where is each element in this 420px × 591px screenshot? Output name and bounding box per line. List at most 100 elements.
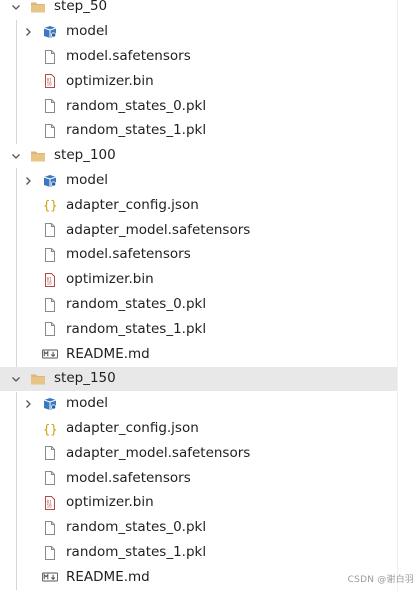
file-icon — [42, 222, 58, 238]
indent-spacer — [20, 495, 36, 511]
tree-folder-model[interactable]: model — [0, 20, 398, 45]
folder-icon — [30, 0, 46, 15]
explorer-scrollbar-track[interactable] — [397, 0, 420, 591]
indent-spacer — [20, 123, 36, 139]
watermark: CSDN @谢白羽 — [347, 575, 414, 585]
indent-spacer — [20, 98, 36, 114]
tree-item-label: random_states_0.pkl — [66, 295, 207, 312]
chevron-down-icon[interactable] — [8, 0, 24, 15]
tree-folder-step-100[interactable]: step_100 — [0, 144, 398, 169]
tree-item-label: adapter_model.safetensors — [66, 221, 251, 238]
tree-item-label: model.safetensors — [66, 47, 191, 64]
folder-icon — [30, 371, 46, 387]
indent-spacer — [20, 445, 36, 461]
tree-file-random-states-0-pkl[interactable]: random_states_0.pkl — [0, 94, 398, 119]
svg-text:10: 10 — [47, 504, 53, 509]
tree-folder-step-150[interactable]: step_150 — [0, 366, 398, 392]
indent-spacer — [20, 272, 36, 288]
tree-file-random-states-0-pkl[interactable]: random_states_0.pkl — [0, 516, 398, 541]
svg-text:10: 10 — [47, 280, 53, 285]
tree-item-label: model — [66, 395, 109, 412]
chevron-right-icon[interactable] — [20, 396, 36, 412]
svg-text:01: 01 — [47, 499, 53, 504]
chevron-down-icon[interactable] — [8, 371, 24, 387]
file-icon — [42, 123, 58, 139]
tree-file-random-states-1-pkl[interactable]: random_states_1.pkl — [0, 540, 398, 565]
tree-item-label: step_100 — [54, 147, 116, 164]
tree-file-random-states-1-pkl[interactable]: random_states_1.pkl — [0, 317, 398, 342]
tree-file-adapter-config-json[interactable]: {} adapter_config.json — [0, 416, 398, 441]
tree-item-label: model.safetensors — [66, 246, 191, 263]
file-icon — [42, 445, 58, 461]
tree-item-label: random_states_1.pkl — [66, 320, 207, 337]
tree-item-label: README.md — [66, 345, 150, 362]
file-icon — [42, 247, 58, 263]
indent-spacer — [20, 545, 36, 561]
tree-item-label: README.md — [66, 568, 150, 585]
tree-file-readme-md[interactable]: README.md — [0, 565, 398, 590]
file-icon — [42, 98, 58, 114]
tree-file-random-states-0-pkl[interactable]: random_states_0.pkl — [0, 292, 398, 317]
tree-folder-model[interactable]: model — [0, 168, 398, 193]
tree-file-model-safetensors[interactable]: model.safetensors — [0, 44, 398, 69]
chevron-down-icon[interactable] — [8, 148, 24, 164]
svg-text:{}: {} — [43, 422, 57, 436]
tree-folder-model[interactable]: model — [0, 392, 398, 417]
file-icon — [42, 297, 58, 313]
indent-spacer — [20, 73, 36, 89]
file-icon — [42, 470, 58, 486]
folder-icon — [30, 148, 46, 164]
tree-folder-step-50[interactable]: step_50 — [0, 0, 398, 20]
indent-guide — [16, 19, 17, 144]
indent-spacer — [20, 321, 36, 337]
svg-text:01: 01 — [47, 276, 53, 281]
tree-item-label: adapter_config.json — [66, 419, 199, 436]
model-package-icon — [42, 396, 58, 412]
model-package-icon — [42, 173, 58, 189]
json-file-icon: {} — [42, 421, 58, 437]
model-package-icon — [42, 24, 58, 40]
tree-item-label: adapter_config.json — [66, 196, 199, 213]
tree-item-label: step_150 — [54, 370, 116, 387]
tree-item-label: model — [66, 171, 109, 188]
tree-item-label: step_50 — [54, 0, 108, 15]
tree-item-label: optimizer.bin — [66, 494, 154, 511]
tree-file-adapter-config-json[interactable]: {} adapter_config.json — [0, 193, 398, 218]
file-icon — [42, 49, 58, 65]
indent-spacer — [20, 470, 36, 486]
indent-spacer — [20, 569, 36, 585]
tree-item-label: adapter_model.safetensors — [66, 444, 251, 461]
tree-file-adapter-model-safetensors[interactable]: adapter_model.safetensors — [0, 218, 398, 243]
tree-file-model-safetensors[interactable]: model.safetensors — [0, 466, 398, 491]
tree-file-model-safetensors[interactable]: model.safetensors — [0, 243, 398, 268]
tree-item-label: optimizer.bin — [66, 72, 154, 89]
indent-spacer — [20, 346, 36, 362]
tree-item-label: random_states_1.pkl — [66, 122, 207, 139]
tree-file-random-states-1-pkl[interactable]: random_states_1.pkl — [0, 119, 398, 144]
svg-text:10: 10 — [47, 82, 53, 87]
tree-item-label: random_states_1.pkl — [66, 543, 207, 560]
indent-guide — [16, 391, 17, 590]
file-icon — [42, 321, 58, 337]
markdown-file-icon — [42, 569, 58, 585]
chevron-right-icon[interactable] — [20, 173, 36, 189]
file-icon — [42, 545, 58, 561]
indent-spacer — [20, 520, 36, 536]
indent-spacer — [20, 49, 36, 65]
tree-file-adapter-model-safetensors[interactable]: adapter_model.safetensors — [0, 441, 398, 466]
tree-file-readme-md[interactable]: README.md — [0, 342, 398, 367]
indent-spacer — [20, 222, 36, 238]
tree-item-label: random_states_0.pkl — [66, 519, 207, 536]
indent-spacer — [20, 197, 36, 213]
tree-item-label: random_states_0.pkl — [66, 97, 207, 114]
markdown-file-icon — [42, 346, 58, 362]
chevron-right-icon[interactable] — [20, 24, 36, 40]
indent-spacer — [20, 247, 36, 263]
json-file-icon: {} — [42, 197, 58, 213]
indent-spacer — [20, 421, 36, 437]
